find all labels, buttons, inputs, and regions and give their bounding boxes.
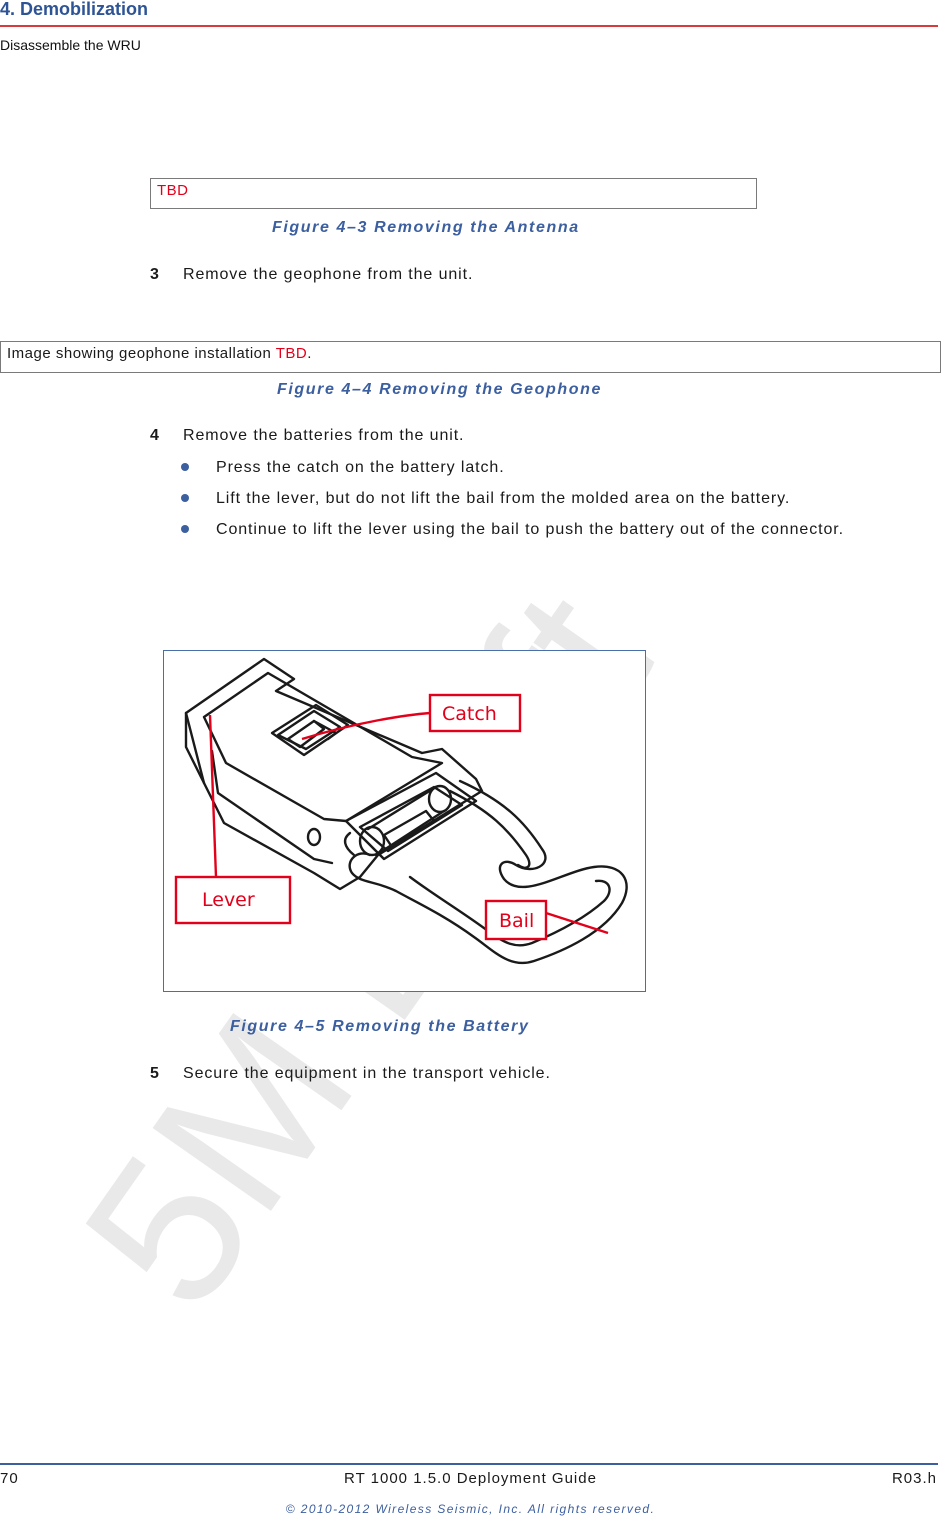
bullet-text: Press the catch on the battery latch. [216,459,505,476]
tbd-marker: TBD [275,345,308,362]
step-text: Remove the geophone from the unit. [183,266,474,283]
battery-latch-figure: Catch Lever Bail [163,650,646,992]
battery-latch-illustration: Catch Lever Bail [174,657,628,965]
tbd-marker: TBD [157,182,189,199]
callout-catch: Catch [442,703,497,725]
step-text: Secure the equipment in the transport ve… [183,1065,551,1082]
step-text: Remove the batteries from the unit. [183,427,465,444]
step-3: 3 Remove the geophone from the unit. [150,266,850,288]
bullet-dot [181,525,189,533]
document-title: RT 1000 1.5.0 Deployment Guide [344,1470,597,1487]
bullet-dot [181,463,189,471]
page-number: 70 [0,1470,19,1487]
revision-label: R03.h [891,1470,937,1487]
chapter-title: 4. Demobilization [0,0,149,19]
header-rule [0,25,938,27]
step-5: 5 Secure the equipment in the transport … [150,1065,850,1087]
list-item: Lift the lever, but do not lift the bail… [181,488,921,510]
copyright-notice: © 2010-2012 Wireless Seismic, Inc. All r… [285,1502,656,1516]
figure-caption-battery: Figure 4–5 Removing the Battery [230,1018,530,1035]
list-item: Press the catch on the battery latch. [181,457,921,479]
step-number: 5 [150,1065,159,1082]
section-subtitle: Disassemble the WRU [0,37,141,53]
bullet-text: Lift the lever, but do not lift the bail… [216,490,791,507]
footer-rule [0,1463,938,1465]
antenna-figure-placeholder: TBD [150,178,757,209]
placeholder-text: Image showing geophone installation [7,345,276,362]
step-number: 3 [150,266,159,283]
figure-caption-geophone: Figure 4–4 Removing the Geophone [277,381,603,398]
step-4: 4 Remove the batteries from the unit. [150,427,850,449]
bullet-dot [181,494,189,502]
geophone-figure-placeholder: Image showing geophone installation TBD. [0,341,941,373]
step-number: 4 [150,427,159,444]
callout-bail: Bail [499,910,534,932]
placeholder-period: . [307,345,312,362]
callout-lever: Lever [202,889,255,911]
figure-caption-antenna: Figure 4–3 Removing the Antenna [272,219,580,236]
list-item: Continue to lift the lever using the bai… [181,519,871,563]
bullet-text: Continue to lift the lever using the bai… [216,521,844,538]
